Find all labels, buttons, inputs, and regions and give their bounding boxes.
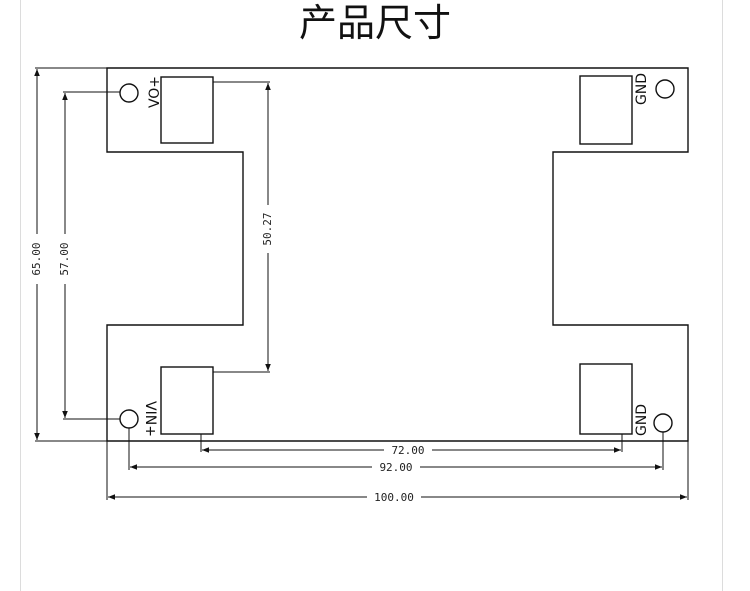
- left-frame-line: [20, 0, 21, 591]
- pin-label-vo-plus: VO+: [147, 76, 163, 108]
- mounting-hole-top-right: [655, 79, 675, 99]
- pin-label-gnd-bottom: GND: [634, 404, 650, 436]
- pin-label-vin-plus: VIN+: [142, 401, 158, 437]
- pad-gnd-bottom: [579, 363, 633, 435]
- pad-gnd-top: [579, 75, 633, 145]
- dim-label-hole-spacing-x: 92.00: [379, 461, 412, 474]
- page-title: 产品尺寸: [298, 1, 451, 45]
- pad-vo-plus: [160, 76, 214, 144]
- pin-label-gnd-top: GND: [634, 73, 650, 105]
- right-frame-line: [722, 0, 723, 591]
- dim-label-width-total: 100.00: [374, 491, 414, 504]
- mounting-hole-bottom-left: [119, 409, 139, 429]
- dim-label-height-total: 65.00: [30, 242, 43, 275]
- extension-lines: [35, 67, 689, 500]
- pad-vin-plus: [160, 366, 214, 435]
- dim-label-pad-spacing-y: 50.27: [261, 212, 274, 245]
- dim-label-hole-spacing-y: 57.00: [58, 242, 71, 275]
- mounting-hole-bottom-right: [653, 413, 673, 433]
- mounting-hole-top-left: [119, 83, 139, 103]
- dim-label-pad-spacing-x: 72.00: [391, 444, 424, 457]
